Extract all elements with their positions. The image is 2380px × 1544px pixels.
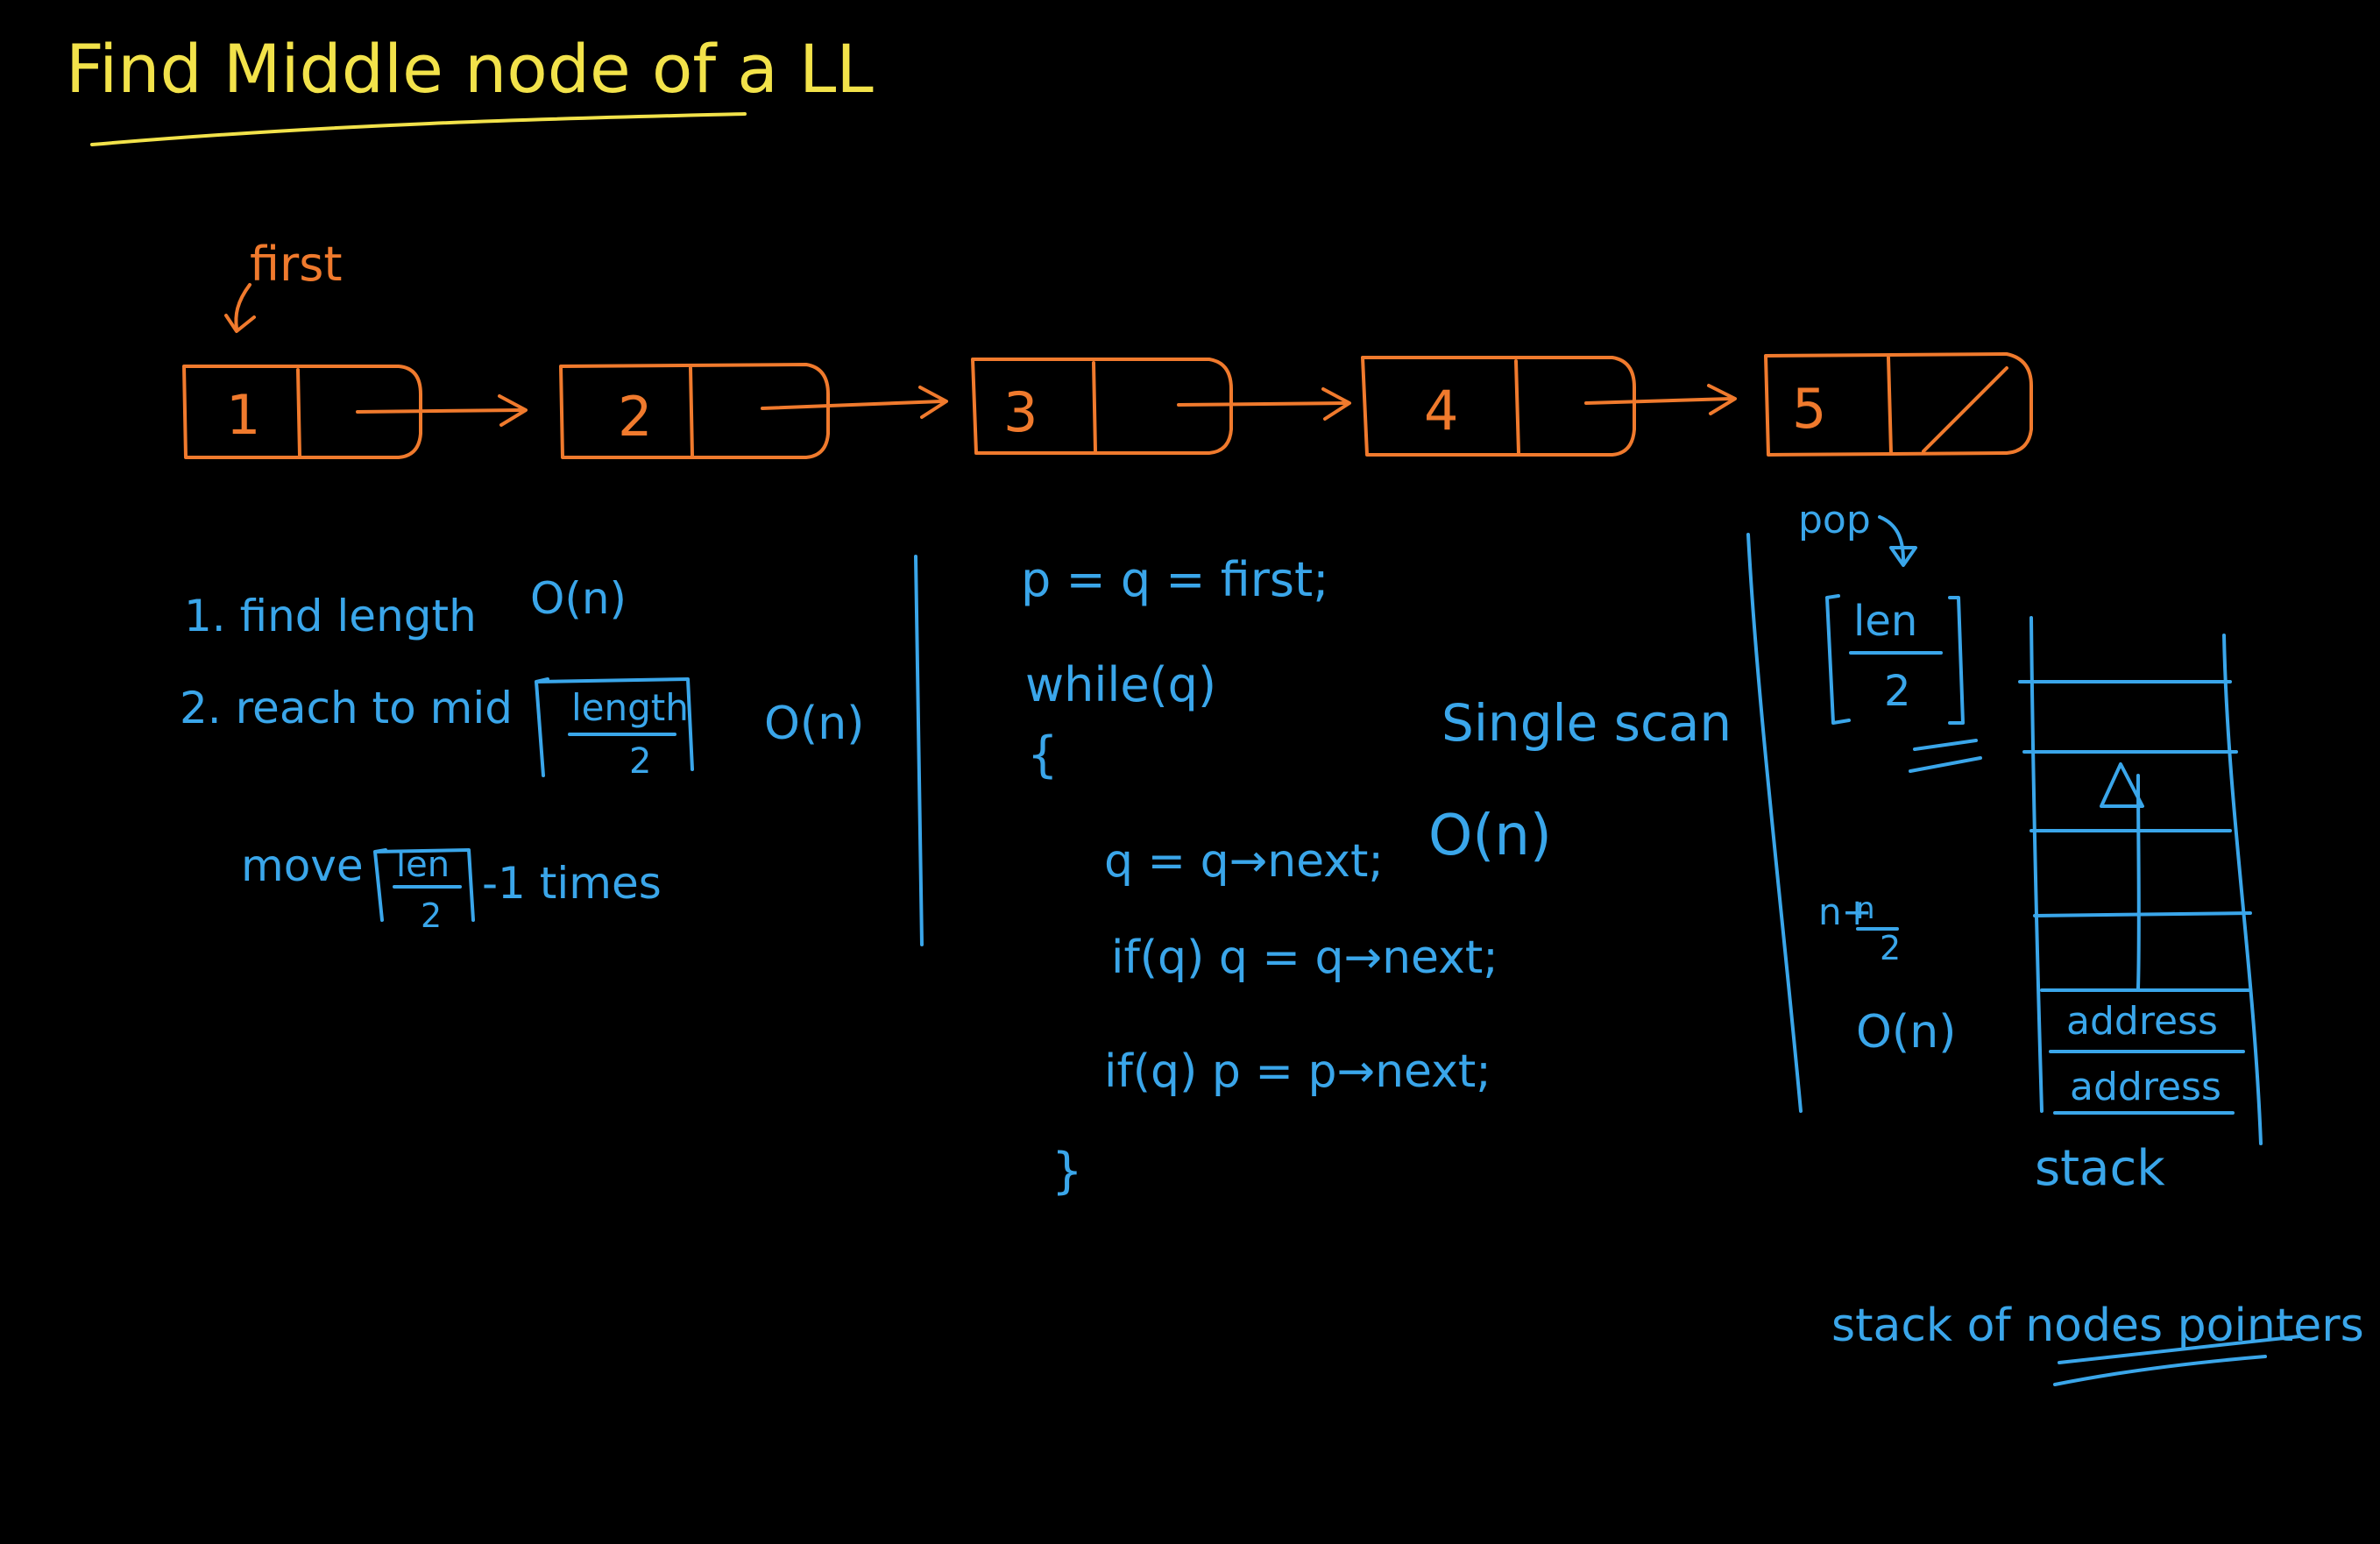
- node-value: 1: [226, 383, 260, 447]
- pop-label: pop: [1798, 498, 1871, 542]
- stack-diagram: address address: [2018, 616, 2263, 1145]
- divider-left: [914, 555, 924, 946]
- next-arrowhead: [1321, 387, 1351, 421]
- next-arrow: [1177, 401, 1347, 407]
- stack-row-line: [2033, 911, 2252, 917]
- code-line-while: while(q): [1025, 657, 1216, 712]
- caption-underline: [2053, 1355, 2267, 1386]
- node-value: 2: [618, 385, 652, 449]
- code-line-advance-fast: q = q→next;: [1104, 835, 1384, 888]
- push-denominator: 2: [1880, 929, 1901, 967]
- code-line-advance-fast-again: if(q) q = q→next;: [1111, 931, 1498, 984]
- next-arrow: [1584, 397, 1732, 405]
- next-arrow: [761, 400, 944, 410]
- node-divider: [1092, 361, 1097, 453]
- code-line-init: p = q = first;: [1021, 552, 1328, 607]
- node-value: 5: [1792, 377, 1826, 441]
- step-reach-mid-cost: O(n): [764, 698, 864, 750]
- step-find-length-cost: O(n): [530, 573, 627, 624]
- method-stack: pop len 2 n+ 2 n O(n) address address: [1798, 498, 2364, 1386]
- node-box: [559, 363, 830, 459]
- node-box: [1361, 356, 1636, 457]
- step-find-length: 1. find length: [184, 591, 477, 641]
- stack-growth-arrowhead: [2100, 762, 2144, 808]
- stack-left-wall: [2029, 616, 2044, 1113]
- method-two-pointers: p = q = first; while(q) { q = q→next; if…: [1021, 552, 1732, 1200]
- node-box: [182, 365, 422, 459]
- single-scan-cost: O(n): [1428, 804, 1552, 868]
- node-box: [1764, 352, 2033, 457]
- move-ceil-bracket: [373, 848, 475, 922]
- pop-arrow: [1878, 515, 1905, 563]
- move-label: move: [241, 840, 364, 891]
- stack-label: stack: [2035, 1140, 2165, 1197]
- next-arrowhead: [918, 386, 948, 419]
- node-divider: [1514, 359, 1520, 455]
- single-scan-note: Single scan: [1441, 693, 1732, 753]
- stack-cell-address: address: [2070, 1065, 2221, 1109]
- title-underline: [90, 112, 747, 146]
- push-count-prefix: n+: [1818, 890, 1873, 933]
- next-arrowhead: [498, 394, 528, 427]
- move-numerator: len: [396, 845, 450, 885]
- step-reach-mid: 2. reach to mid: [180, 683, 513, 733]
- pop-denominator: 2: [1884, 667, 1911, 716]
- node-box: [971, 358, 1233, 455]
- node-value: 3: [1003, 380, 1038, 444]
- code-line-advance-slow: if(q) p = p→next;: [1104, 1045, 1491, 1098]
- move-suffix: -1 times: [482, 858, 662, 909]
- stack-right-wall: [2222, 634, 2263, 1145]
- divider-right: [1746, 533, 1803, 1113]
- method-two-pass: 1. find length O(n) 2. reach to mid leng…: [180, 573, 864, 935]
- ceil-numerator: length: [571, 686, 689, 729]
- pop-ceil-bracket: [1825, 594, 1965, 725]
- pop-numerator: len: [1853, 597, 1917, 646]
- pop-arrowhead: [1889, 546, 1917, 567]
- head-pointer-arrowhead: [224, 314, 256, 333]
- code-close-brace: }: [1052, 1143, 1083, 1200]
- stack-caption: stack of nodes pointers: [1831, 1300, 2364, 1352]
- node-value: 4: [1424, 379, 1458, 443]
- list-node: 1: [182, 365, 422, 459]
- push-numerator: n: [1856, 891, 1875, 926]
- stack-cell-address: address: [2066, 999, 2218, 1044]
- pop-double-underline: [1909, 739, 1982, 773]
- linked-list: 1 2 3 4 5: [182, 352, 2033, 459]
- page-title: Find Middle node of a LL: [66, 30, 874, 108]
- caption-underline: [2058, 1335, 2302, 1364]
- list-node: 3: [971, 358, 1233, 455]
- next-arrow: [356, 408, 523, 414]
- null-pointer-slash: [1922, 366, 2008, 453]
- ceil-denominator: 2: [629, 741, 651, 782]
- next-arrowhead: [1707, 384, 1737, 415]
- list-node: 4: [1361, 356, 1636, 457]
- head-pointer-label: first: [250, 237, 343, 292]
- list-node: 5: [1764, 352, 2033, 457]
- code-open-brace: {: [1027, 726, 1059, 783]
- head-pointer-arrow: [234, 283, 251, 330]
- list-node: 2: [559, 363, 830, 459]
- ceil-bracket: [535, 677, 694, 777]
- node-divider: [689, 366, 694, 457]
- stack-method-cost: O(n): [1856, 1006, 1956, 1059]
- node-divider: [1887, 356, 1893, 455]
- node-divider: [296, 368, 301, 457]
- move-denominator: 2: [421, 896, 442, 935]
